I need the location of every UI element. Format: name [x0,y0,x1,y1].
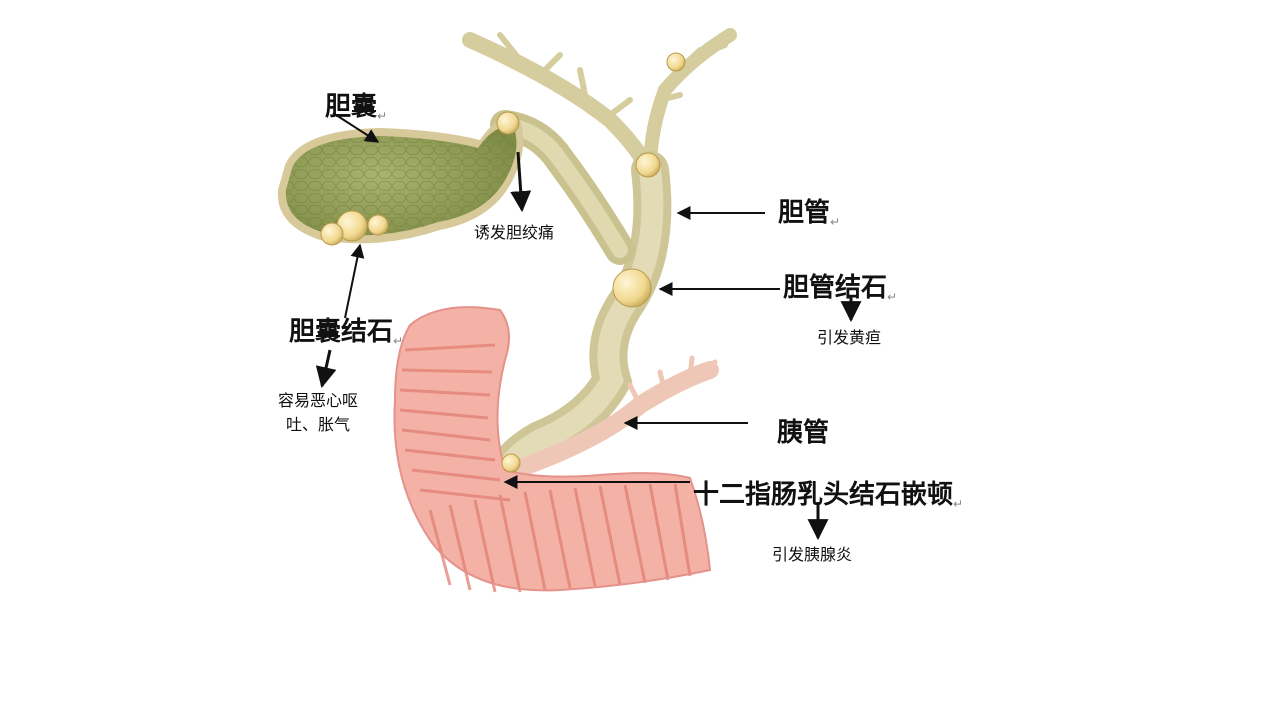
para-mark: ↵ [393,334,404,348]
duodenum [393,306,712,593]
pancreatitis-effect: 引发胰腺炎 [772,545,853,564]
common-bile-duct [486,151,672,499]
bile-duct-stone-label-text: 胆管结石 [783,273,888,303]
bile-duct-label-text: 胆管 [778,198,831,228]
para-mark: ↵ [953,497,964,511]
jaundice-effect: 引发黄疸 [817,328,882,347]
papilla-stone-label-text: 十二指肠乳头结石嵌顿 [693,480,954,510]
arrow-colic [510,151,532,213]
para-mark: ↵ [887,290,898,304]
nausea-effect: 容易恶心呕 吐、胀气 [268,389,368,437]
nausea-effect-line1: 容易恶心呕 [277,391,358,410]
gallbladder-organ [277,117,524,244]
papilla-stone-label: 十二指肠乳头结石嵌顿↵ [693,474,963,511]
bile-duct-label: 胆管↵ [778,192,840,229]
arrow-gallstone [344,243,365,319]
gallbladder-label-text: 胆囊 [325,92,378,122]
arrow-gallbladder [332,112,380,143]
stones [320,52,686,473]
para-mark: ↵ [830,215,841,229]
bile-duct-stone-label: 胆管结石↵ [783,267,897,304]
colic-effect: 诱发胆绞痛 [474,223,555,242]
pancreatic-duct-shape [506,355,719,479]
nausea-effect-line2: 吐、胀气 [285,415,350,434]
hepatic-duct-branches [462,28,737,178]
arrow-nausea [315,349,337,389]
gallstone-label-text: 胆囊结石 [289,317,394,347]
pointer-arrows [315,112,862,541]
para-mark: ↵ [377,109,388,123]
gallstone-label: 胆囊结石↵ [289,311,403,348]
gallbladder-label: 胆囊↵ [325,86,387,123]
pancreatic-duct-label: 胰管 [777,418,830,448]
